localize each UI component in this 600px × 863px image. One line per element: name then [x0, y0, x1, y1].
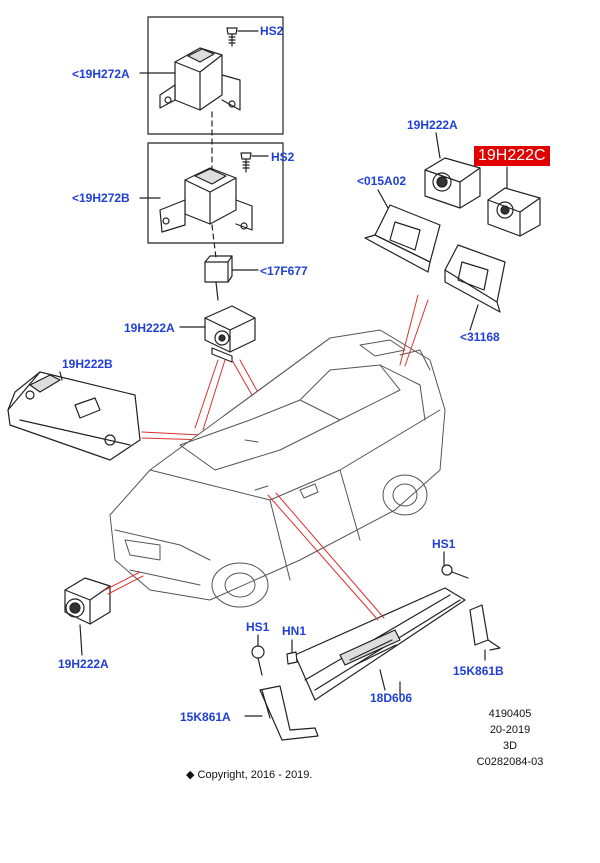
label-19h272b[interactable]: <19H272B — [72, 191, 130, 205]
red-leaders-rear — [399, 294, 429, 367]
bracket-015a02-icon — [364, 189, 441, 273]
vehicle-outline-icon — [109, 329, 446, 608]
copyright-notice: ◆ Copyright, 2016 - 2019. — [186, 769, 313, 781]
view-type: 3D — [502, 740, 518, 752]
label-hs1-left[interactable]: HS1 — [246, 620, 270, 634]
red-leaders-step — [267, 492, 385, 621]
label-15k861a[interactable]: 15K861A — [180, 710, 231, 724]
bracket-19h272b-icon — [159, 167, 253, 233]
revision-date: 20-2019 — [489, 724, 531, 736]
running-board-18d606-icon — [294, 587, 466, 701]
label-015a02[interactable]: <015A02 — [357, 174, 407, 188]
label-19h222a-upper[interactable]: 19H222A — [124, 321, 175, 335]
label-hs2-top[interactable]: HS2 — [260, 24, 284, 38]
label-15k861b[interactable]: 15K861B — [453, 664, 504, 678]
label-hs2-mid[interactable]: HS2 — [271, 150, 295, 164]
bracket-19h272a-icon — [159, 47, 241, 111]
bolt-hs1-right-icon — [441, 551, 469, 579]
bolt-hs1-left-icon — [251, 634, 265, 676]
illustration-code: C0282084-03 — [476, 756, 544, 768]
label-19h272a[interactable]: <19H272A — [72, 67, 130, 81]
reference-number: 4190405 — [488, 708, 532, 720]
label-19h222c[interactable]: 19H222C — [474, 146, 550, 166]
label-hs1-right[interactable]: HS1 — [432, 537, 456, 551]
detail-box-lower — [147, 142, 284, 244]
label-17f677[interactable]: <17F677 — [260, 264, 308, 278]
label-19h222a-lower[interactable]: 19H222A — [58, 657, 109, 671]
bracket-31168-icon — [444, 244, 506, 331]
red-leaders-front — [104, 571, 144, 595]
module-19h222b-icon — [7, 371, 141, 461]
detail-box-upper — [147, 16, 284, 135]
bracket-15k861b-icon — [469, 604, 501, 661]
nut-hn1-icon — [286, 639, 298, 665]
label-19h222a-right[interactable]: 19H222A — [407, 118, 458, 132]
camera-19h222a-right-icon — [424, 132, 481, 209]
label-19h222b[interactable]: 19H222B — [62, 357, 113, 371]
label-hn1[interactable]: HN1 — [282, 624, 307, 638]
bolt-hs2-top-icon — [226, 27, 259, 47]
bolt-hs2-mid-icon — [240, 152, 269, 173]
camera-19h222a-lower-icon — [64, 577, 111, 656]
label-18d606[interactable]: 18D606 — [370, 691, 413, 705]
camera-19h222c-icon — [487, 166, 541, 237]
label-31168[interactable]: <31168 — [460, 330, 500, 344]
bracket-15k861a-icon — [244, 685, 319, 741]
camera-19h222a-upper-icon — [179, 305, 256, 363]
connector-17f677-icon — [204, 255, 259, 301]
